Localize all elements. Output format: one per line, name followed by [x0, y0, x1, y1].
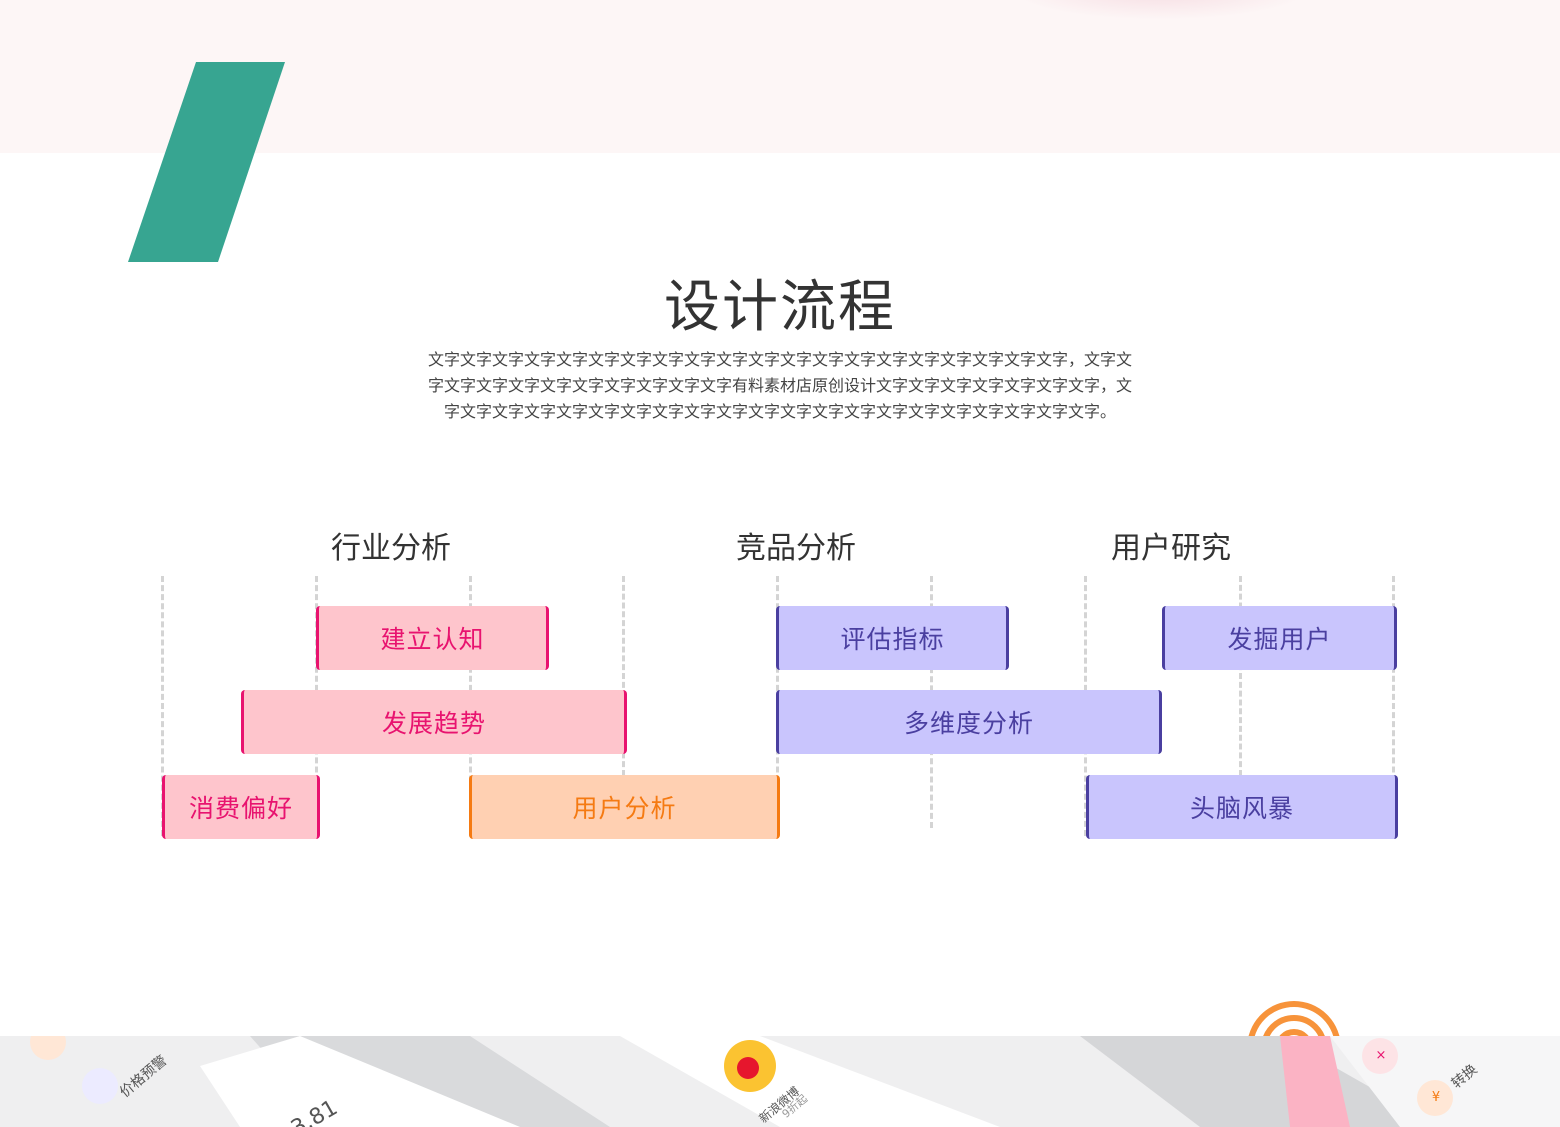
task-evaluation-metrics: 评估指标 [776, 606, 1009, 670]
timeline-divider [1239, 576, 1242, 776]
bottom-preview-shapes [30, 1036, 1560, 1127]
task-multi-dimension-analysis: 多维度分析 [776, 690, 1162, 754]
phase-competitor-analysis: 竞品分析 [736, 531, 856, 566]
badge-yen-icon: ¥ [1431, 1089, 1441, 1105]
task-discover-users: 发掘用户 [1162, 606, 1397, 670]
page-description: 文字文字文字文字文字文字文字文字文字文字文字文字文字文字文字文字文字文字文字文字… [420, 347, 1140, 425]
task-consumer-preference: 消费偏好 [162, 775, 320, 839]
description-line-3: 字文字文字文字文字文字文字文字文字文字文字文字文字文字文字文字文字文字文字文字文… [443, 402, 1116, 421]
timeline-divider [161, 576, 164, 836]
phase-user-research: 用户研究 [1111, 531, 1231, 566]
page-title: 设计流程 [664, 275, 896, 340]
badge-x-icon: × [1375, 1047, 1387, 1063]
task-user-analysis: 用户分析 [469, 775, 780, 839]
top-decorative-glow [1010, 0, 1310, 20]
bottom-app-preview: 价格预警 3.81 新浪微博 9折起 转换 × ¥ [0, 1036, 1560, 1127]
description-line-2: 字文字文字文字文字文字文字文字文字文字有料素材店原创设计文字文字文字文字文字文字… [427, 376, 1132, 395]
green-parallelogram-decoration [128, 62, 285, 262]
phase-industry-analysis: 行业分析 [331, 531, 451, 566]
task-brainstorm: 头脑风暴 [1086, 775, 1398, 839]
timeline-divider [622, 576, 625, 776]
orange-rings-decoration [1247, 1001, 1341, 1040]
description-line-1: 文字文字文字文字文字文字文字文字文字文字文字文字文字文字文字文字文字文字文字文字… [427, 350, 1132, 369]
task-establish-awareness: 建立认知 [316, 606, 549, 670]
task-development-trend: 发展趋势 [241, 690, 627, 754]
timeline-divider [1392, 576, 1395, 836]
